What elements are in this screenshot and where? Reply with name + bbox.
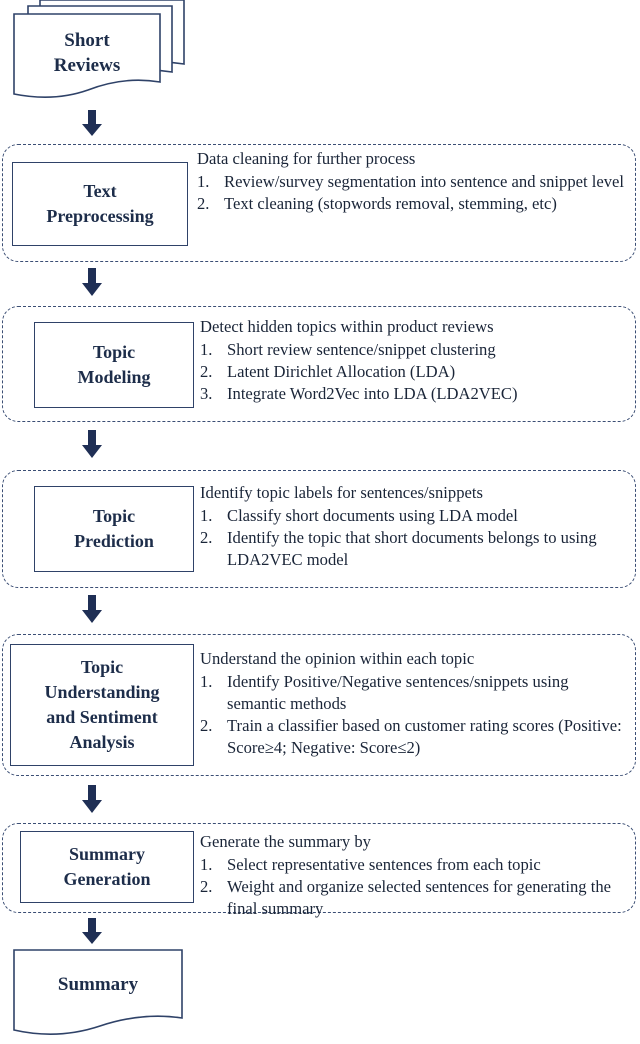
stage-step: 3. Integrate Word2Vec into LDA (LDA2VEC) xyxy=(200,383,630,405)
arrow-5 xyxy=(82,785,102,813)
arrow-4 xyxy=(82,595,102,623)
stage-topic-prediction: Topic Prediction Identify topic labels f… xyxy=(2,470,636,588)
short-reviews-document-stack xyxy=(13,0,185,98)
arrow-1 xyxy=(82,110,102,136)
stage-title-line: Summary xyxy=(69,844,145,864)
step-text: Integrate Word2Vec into LDA (LDA2VEC) xyxy=(227,384,518,403)
step-text: Weight and organize selected sentences f… xyxy=(227,877,611,918)
stage-title-box: Text Preprocessing xyxy=(12,162,188,246)
summary-label: Summary xyxy=(57,974,139,995)
stage-outline xyxy=(2,634,636,776)
stage-step: 2. Identify the topic that short document… xyxy=(200,527,630,571)
stage-title-line: Preprocessing xyxy=(46,206,154,226)
stage-description: Detect hidden topics within product revi… xyxy=(200,316,630,405)
stage-step: 2. Train a classifier based on customer r… xyxy=(200,715,630,759)
stage-outline xyxy=(2,144,636,262)
stage-step: 1. Select representative sentences from e… xyxy=(200,854,630,876)
stage-steps: 1. Short review sentence/snippet clusteri… xyxy=(200,339,630,405)
stage-step: 2. Text cleaning (stopwords removal, stem… xyxy=(197,193,633,215)
stage-steps: 1. Select representative sentences from e… xyxy=(200,854,630,920)
stage-title-line: and Sentiment xyxy=(46,707,158,727)
stage-steps: 1. Identify Positive/Negative sentences/s… xyxy=(200,671,630,759)
stage-description: Identify topic labels for sentences/snip… xyxy=(200,482,630,571)
step-number: 2. xyxy=(200,877,213,896)
summary-document-shape xyxy=(13,949,183,1035)
stage-step: 1. Identify Positive/Negative sentences/s… xyxy=(200,671,630,715)
stage-title-box: Topic Understanding and Sentiment Analys… xyxy=(10,644,194,766)
stage-heading: Detect hidden topics within product revi… xyxy=(200,317,494,336)
stage-steps: 1. Review/survey segmentation into senten… xyxy=(197,171,633,215)
stage-title-box: Summary Generation xyxy=(20,831,194,903)
stage-topic-understanding-sentiment: Topic Understanding and Sentiment Analys… xyxy=(2,634,636,776)
stage-description: Understand the opinion within each topic… xyxy=(200,648,630,759)
stage-heading: Identify topic labels for sentences/snip… xyxy=(200,483,483,502)
stage-heading: Generate the summary by xyxy=(200,832,371,851)
stage-step: 2. Weight and organize selected sentences… xyxy=(200,876,630,920)
stage-topic-modeling: Topic Modeling Detect hidden topics with… xyxy=(2,306,636,422)
step-text: Train a classifier based on customer rat… xyxy=(227,716,622,757)
step-text: Latent Dirichlet Allocation (LDA) xyxy=(227,362,456,381)
step-number: 1. xyxy=(200,672,213,691)
step-number: 2. xyxy=(200,362,213,381)
step-number: 2. xyxy=(197,194,210,213)
stage-title-line: Topic xyxy=(92,342,136,362)
stage-outline xyxy=(2,470,636,588)
stage-text-preprocessing: Text Preprocessing Data cleaning for fur… xyxy=(2,144,636,262)
stage-step: 1. Classify short documents using LDA mod… xyxy=(200,505,630,527)
stage-heading: Data cleaning for further process xyxy=(197,149,416,168)
step-text: Text cleaning (stopwords removal, stemmi… xyxy=(224,194,557,213)
step-number: 3. xyxy=(200,384,213,403)
step-text: Identify Positive/Negative sentences/sni… xyxy=(227,672,569,713)
stage-description: Generate the summary by 1. Select represe… xyxy=(200,831,630,920)
step-number: 1. xyxy=(200,506,213,525)
stage-title-line: Analysis xyxy=(69,732,135,752)
stage-step: 1. Review/survey segmentation into senten… xyxy=(197,171,633,193)
stage-title-line: Text xyxy=(83,181,117,201)
step-number: 2. xyxy=(200,716,213,735)
arrow-6 xyxy=(82,918,102,944)
stage-title-line: Modeling xyxy=(77,367,151,387)
stage-summary-generation: Summary Generation Generate the summary … xyxy=(2,823,636,918)
step-number: 1. xyxy=(200,340,213,359)
step-text: Short review sentence/snippet clustering xyxy=(227,340,496,359)
stage-description: Data cleaning for further process 1. Revi… xyxy=(197,148,633,215)
stage-title-line: Understanding xyxy=(44,682,160,702)
step-number: 2. xyxy=(200,528,213,547)
step-text: Classify short documents using LDA model xyxy=(227,506,518,525)
stage-title-line: Prediction xyxy=(74,531,154,551)
step-number: 1. xyxy=(197,172,210,191)
stage-title-box: Topic Modeling xyxy=(34,322,194,408)
stage-title-box: Topic Prediction xyxy=(34,486,194,572)
stage-steps: 1. Classify short documents using LDA mod… xyxy=(200,505,630,571)
stage-heading: Understand the opinion within each topic xyxy=(200,649,475,668)
step-text: Review/survey segmentation into sentence… xyxy=(224,172,624,191)
stage-step: 2. Latent Dirichlet Allocation (LDA) xyxy=(200,361,630,383)
stage-outline xyxy=(2,823,636,913)
stage-step: 1. Short review sentence/snippet clusteri… xyxy=(200,339,630,361)
arrow-2 xyxy=(82,268,102,296)
short-reviews-line1: Short xyxy=(64,30,110,51)
flow-arrows xyxy=(82,110,102,944)
short-reviews-label: Short Reviews xyxy=(14,28,160,78)
step-text: Select representative sentences from eac… xyxy=(227,855,541,874)
stage-outline xyxy=(2,306,636,422)
short-reviews-line2: Reviews xyxy=(53,55,121,76)
stage-title-line: Topic xyxy=(92,506,136,526)
arrow-3 xyxy=(82,430,102,458)
step-text: Identify the topic that short documents … xyxy=(227,528,597,569)
step-number: 1. xyxy=(200,855,213,874)
stage-title-line: Generation xyxy=(63,869,151,889)
stage-title-line: Topic xyxy=(80,657,124,677)
